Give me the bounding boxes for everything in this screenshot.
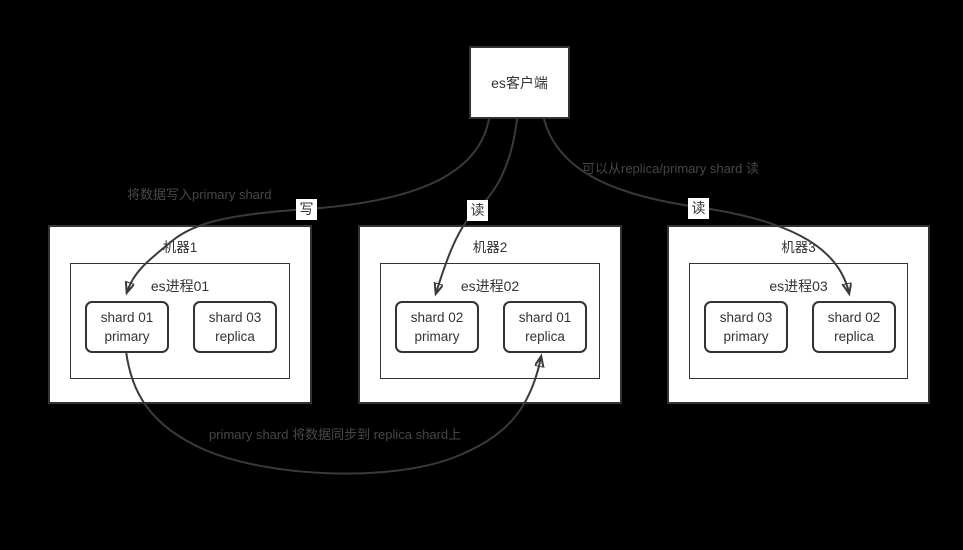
shard-box: shard 03 replica: [193, 301, 277, 353]
shard-role: replica: [215, 329, 255, 344]
shard-role: replica: [834, 329, 874, 344]
shard-role: primary: [723, 329, 769, 344]
shard-role: primary: [414, 329, 460, 344]
shard-box: shard 01 primary: [85, 301, 169, 353]
machine2-label: 机器2: [472, 240, 508, 255]
es-client-box: es客户端: [469, 46, 570, 119]
note-read-from-replica: 可以从replica/primary shard 读: [582, 161, 759, 176]
write-badge: 写: [296, 199, 317, 220]
shard-role: primary: [104, 329, 150, 344]
machine3-box: 机器3 es进程03 shard 03 primary shard 02 rep…: [667, 225, 930, 404]
shard-name: shard 03: [719, 310, 773, 325]
es-client-label: es客户端: [491, 74, 548, 91]
machine1-process-label: es进程01: [150, 278, 210, 294]
shard-box: shard 03 primary: [704, 301, 788, 353]
shard-box: shard 02 primary: [395, 301, 479, 353]
shard-name: shard 03: [208, 310, 262, 325]
shard-name: shard 01: [100, 310, 154, 325]
read-badge-right: 读: [688, 198, 709, 219]
note-write-to-primary: 将数据写入primary shard: [127, 187, 272, 202]
read-badge-middle: 读: [467, 200, 488, 221]
shard-name: shard 01: [518, 310, 572, 325]
shard-box: shard 02 replica: [812, 301, 896, 353]
machine1-label: 机器1: [162, 240, 198, 255]
machine3-label: 机器3: [781, 240, 816, 255]
shard-name: shard 02: [410, 310, 464, 325]
shard-name: shard 02: [827, 310, 881, 325]
shard-box: shard 01 replica: [503, 301, 587, 353]
machine3-process-label: es进程03: [769, 278, 828, 294]
machine2-process-label: es进程02: [460, 278, 520, 294]
machine2-box: 机器2 es进程02 shard 02 primary shard 01 rep…: [358, 225, 622, 404]
note-sync-to-replica: primary shard 将数据同步到 replica shard上: [209, 427, 462, 442]
shard-role: replica: [525, 329, 565, 344]
machine1-box: 机器1 es进程01 shard 01 primary shard 03 rep…: [48, 225, 312, 404]
